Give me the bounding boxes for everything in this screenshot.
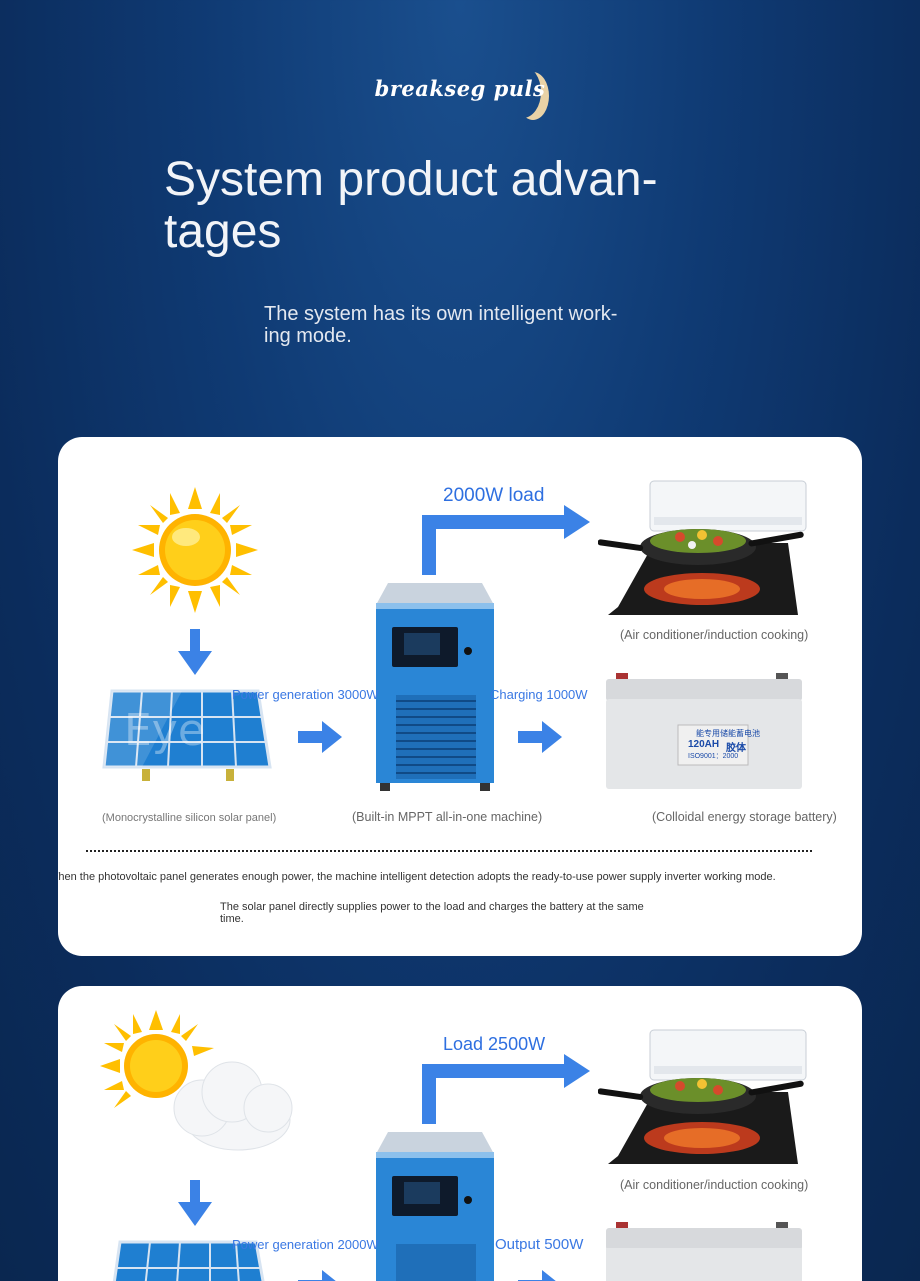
diagram-card-full-sun: Eye 2000W load [58, 437, 862, 956]
output-label: Output 500W [495, 1236, 584, 1253]
mppt-machine-icon [376, 1132, 494, 1281]
battery-title: 能专用储能蓄电池 [696, 729, 760, 738]
page-subtitle: The system has its own intelligent work-… [264, 303, 618, 347]
battery-cert: ISO9001：2000 [688, 753, 739, 760]
generation-label: Power generation 2000W [232, 1237, 379, 1252]
arrow-up-right-icon [422, 1054, 590, 1124]
sun-cloud-icon [100, 1010, 293, 1151]
mode-description: When the photovoltaic panel generates en… [58, 871, 776, 883]
charging-label: Charging 1000W [490, 687, 588, 702]
machine-caption: (Built-in MPPT all-in-one machine) [352, 810, 543, 824]
arrow-right-icon [298, 1270, 336, 1281]
load-label: 2000W load [443, 485, 545, 506]
appliance-icon [598, 1029, 807, 1164]
arrow-down-icon [178, 629, 212, 675]
battery-caption: (Colloidal energy storage battery) [652, 810, 837, 824]
battery-icon [606, 673, 802, 789]
solar-panel-icon [102, 689, 272, 781]
arrow-right-icon [518, 1270, 556, 1281]
arrow-right-icon [518, 721, 562, 753]
arrow-up-right-icon [422, 505, 590, 575]
page-title: System product advan- tages [164, 153, 658, 258]
mppt-machine-icon [376, 583, 494, 791]
diagram-card-partial-sun: Load 2500W Power generation 2000W Output… [58, 986, 862, 1281]
mode-detail: The solar panel directly supplies power … [220, 901, 644, 925]
arrow-right-icon [298, 721, 342, 753]
sun-icon [132, 487, 258, 613]
battery-capacity: 120AH [688, 739, 720, 750]
load-label: Load 2500W [443, 1034, 546, 1054]
dotted-divider [86, 850, 812, 852]
appliance-caption: (Air conditioner/induction cooking) [620, 1178, 809, 1192]
battery-icon [606, 1222, 802, 1281]
battery-type: 胶体 [726, 743, 746, 754]
solar-panel-icon [112, 1240, 265, 1281]
watermark: Eye [124, 705, 205, 756]
appliance-caption: (Air conditioner/induction cooking) [620, 628, 809, 642]
generation-label: Power generation 3000W [232, 687, 379, 702]
appliance-icon [598, 480, 807, 615]
arrow-down-icon [178, 1180, 212, 1226]
panel-caption: (Monocrystalline silicon solar panel) [102, 812, 277, 824]
brand-logo: breakseg puls [374, 76, 546, 101]
